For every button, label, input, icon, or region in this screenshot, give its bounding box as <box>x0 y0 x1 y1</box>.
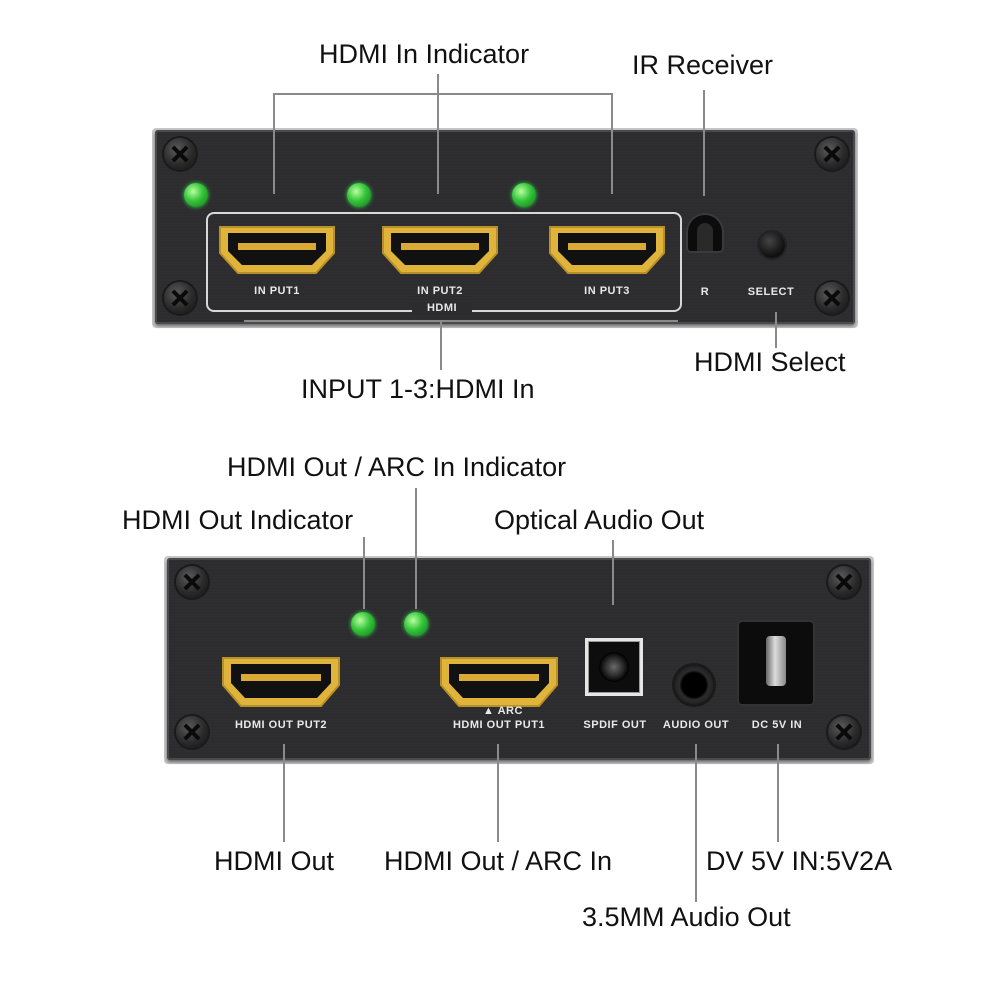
arc-triangle-icon: ▲ <box>483 705 495 717</box>
hdmi-group-label: HDMI <box>412 303 472 314</box>
leader-line <box>363 537 365 609</box>
callout-input-hdmi-in: INPUT 1-3:HDMI In <box>301 374 535 404</box>
callout-hdmi-out-arc-in: HDMI Out / ARC In <box>384 846 613 876</box>
leader-line <box>695 744 697 902</box>
ir-label: R <box>700 286 710 298</box>
audio-out-jack <box>675 666 713 704</box>
spdif-optical-port <box>585 638 643 696</box>
dc-power-jack <box>739 622 813 704</box>
callout-hdmi-out-arc-in-indicator: HDMI Out / ARC In Indicator <box>227 452 567 482</box>
hdmi-in-2-led <box>347 183 371 207</box>
screw-icon <box>164 138 196 170</box>
callout-hdmi-select: HDMI Select <box>694 347 846 377</box>
hdmi-in-1-led <box>184 183 208 207</box>
callout-3-5mm-audio-out: 3.5MM Audio Out <box>582 902 791 932</box>
callout-dv-5v-in: DV 5V IN:5V2A <box>706 846 893 876</box>
hdmi-output-1-arc-port <box>440 657 558 707</box>
hdmi-out-arc-led <box>404 612 428 636</box>
screw-icon <box>828 716 860 748</box>
arc-label-text: ARC <box>497 705 523 717</box>
hdmi-output-2-port <box>222 657 340 707</box>
leader-line <box>437 74 439 194</box>
leader-line <box>775 312 777 348</box>
leader-line <box>273 93 613 95</box>
output-2-label: HDMI OUT PUT2 <box>234 719 328 731</box>
screw-icon <box>164 282 196 314</box>
hdmi-in-3-led <box>512 183 536 207</box>
leader-line <box>777 744 779 842</box>
output-1-label: HDMI OUT PUT1 <box>452 719 546 731</box>
leader-line <box>440 320 442 370</box>
callout-hdmi-in-indicator: HDMI In Indicator <box>319 39 530 69</box>
audio-out-label: AUDIO OUT <box>662 719 730 731</box>
hdmi-out-led <box>351 612 375 636</box>
leader-line <box>283 744 285 842</box>
callout-optical-audio-out: Optical Audio Out <box>494 505 705 535</box>
hdmi-input-3-port <box>549 226 665 274</box>
leader-line <box>612 540 614 605</box>
spdif-label: SPDIF OUT <box>583 719 647 731</box>
callout-hdmi-out: HDMI Out <box>214 846 335 876</box>
hdmi-input-2-port <box>382 226 498 274</box>
callout-hdmi-out-indicator: HDMI Out Indicator <box>122 505 354 535</box>
screw-icon <box>816 282 848 314</box>
leader-line <box>415 488 417 609</box>
leader-line <box>497 744 499 842</box>
screw-icon <box>176 716 208 748</box>
screw-icon <box>828 566 860 598</box>
dc-in-label: DC 5V IN <box>751 719 803 731</box>
leader-line <box>703 90 705 196</box>
ir-receiver-window <box>688 215 722 251</box>
leader-line <box>244 320 678 322</box>
arc-label: ▲ ARC <box>478 706 528 717</box>
dc-pin <box>766 636 786 686</box>
select-button[interactable] <box>759 232 785 258</box>
select-label: SELECT <box>747 286 795 298</box>
input-2-label: IN PUT2 <box>417 285 463 297</box>
screw-icon <box>816 138 848 170</box>
leader-line <box>273 93 275 194</box>
leader-line <box>611 93 613 194</box>
screw-icon <box>176 566 208 598</box>
input-1-label: IN PUT1 <box>254 285 300 297</box>
hdmi-input-1-port <box>219 226 335 274</box>
input-3-label: IN PUT3 <box>584 285 630 297</box>
callout-ir-receiver: IR Receiver <box>632 50 774 80</box>
